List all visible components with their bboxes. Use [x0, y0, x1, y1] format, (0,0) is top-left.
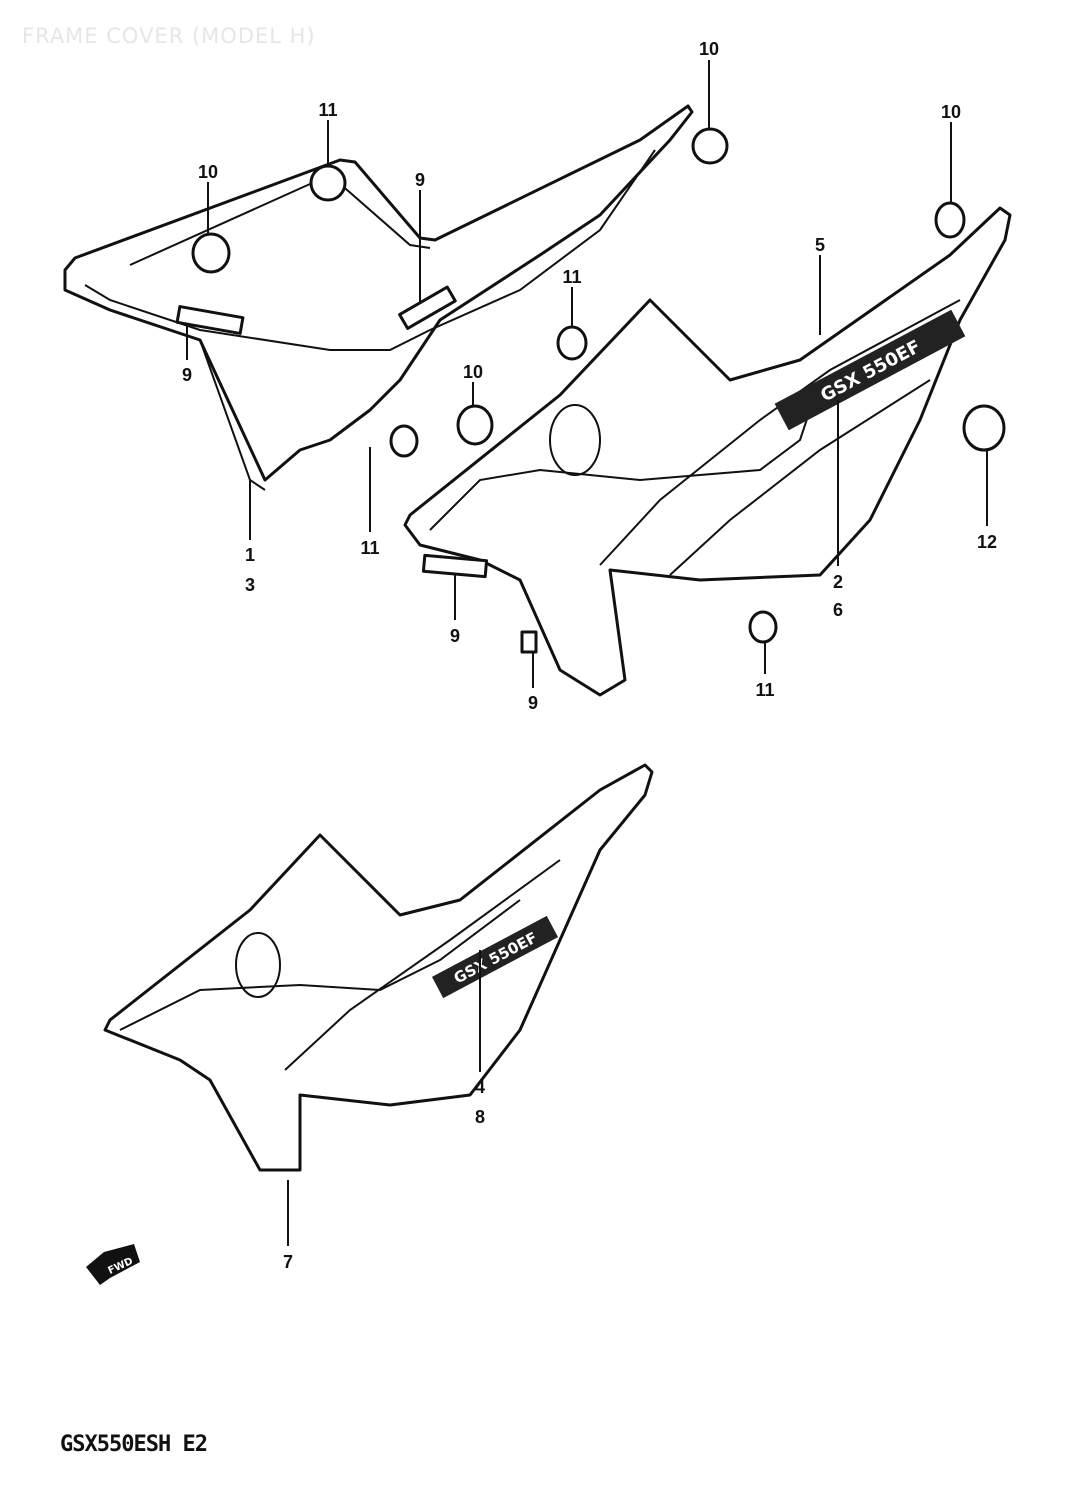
callout-2: 2: [833, 572, 843, 592]
callout-10: 10: [941, 102, 961, 122]
grommet-icon: [191, 232, 231, 274]
callout-8: 8: [475, 1107, 485, 1127]
grommet-icon: [934, 201, 966, 239]
callout-3: 3: [245, 575, 255, 595]
grommet-icon: [962, 404, 1006, 452]
grommets: [175, 127, 1006, 654]
callout-11: 11: [318, 100, 337, 120]
callout-9: 9: [450, 626, 460, 646]
side-cover-left: GSX 550EF: [103, 763, 654, 1172]
grommet-icon: [691, 127, 729, 165]
callout-6: 6: [833, 600, 843, 620]
pad-icon: [421, 553, 489, 579]
callout-11: 11: [755, 680, 774, 700]
pad-icon: [398, 285, 457, 330]
callout-10: 10: [463, 362, 483, 382]
callout-12: 12: [977, 532, 997, 552]
pad-icon: [520, 630, 538, 654]
side-cover-right: GSX 550EF: [403, 206, 1012, 697]
inner-frame-cover: [63, 104, 694, 491]
callout-9: 9: [415, 170, 425, 190]
diagram-title: FRAME COVER (MODEL H): [22, 24, 316, 48]
callout-11: 11: [562, 267, 581, 287]
leader-lines: [186, 60, 988, 1246]
grommet-icon: [309, 164, 347, 202]
callout-10: 10: [198, 162, 218, 182]
callout-11: 11: [360, 538, 379, 558]
callout-5: 5: [815, 235, 825, 255]
callout-10: 10: [699, 39, 719, 59]
pad-icon: [175, 305, 245, 335]
callout-4: 4: [475, 1077, 485, 1097]
grommet-icon: [456, 404, 494, 446]
grommet-icon: [389, 424, 419, 458]
callout-7: 7: [283, 1252, 293, 1272]
grommet-icon: [748, 610, 778, 644]
callout-9: 9: [182, 365, 192, 385]
grommet-icon: [556, 325, 588, 361]
model-code: GSX550ESH E2: [60, 1432, 208, 1457]
callout-1: 1: [245, 545, 255, 565]
callout-9: 9: [528, 693, 538, 713]
forward-arrow-icon: FWD: [86, 1244, 140, 1285]
